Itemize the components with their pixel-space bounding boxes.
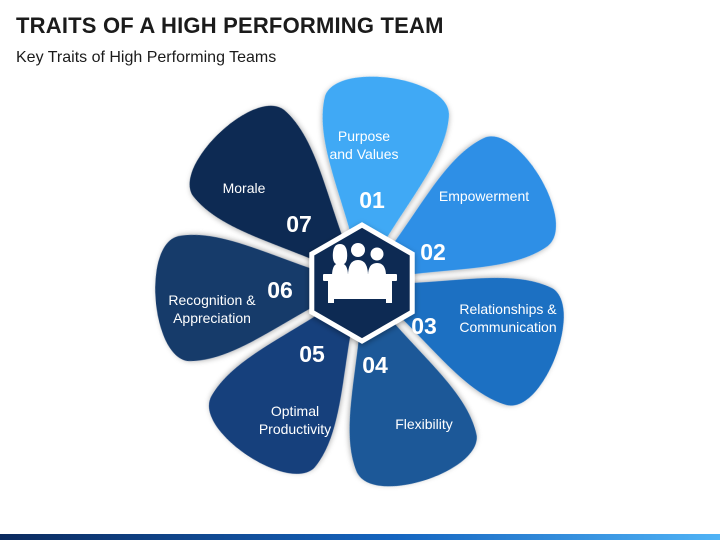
petal-shape: [349, 283, 477, 487]
petal-label: Empowerment: [439, 188, 529, 204]
petal-07: Morale 07: [189, 105, 362, 283]
bottom-accent-bar: [0, 534, 720, 540]
petal-label: Appreciation: [173, 310, 251, 326]
page-subtitle: Key Traits of High Performing Teams: [16, 49, 277, 66]
petal-label: Communication: [459, 319, 556, 335]
petal-shape: [208, 283, 362, 474]
petal-shape: [189, 105, 362, 283]
petal-number: 05: [299, 341, 325, 367]
petal-shape: [362, 136, 556, 283]
petal-number: 04: [362, 352, 388, 378]
petal-number: 07: [286, 211, 312, 237]
petal-label: Purpose: [338, 128, 390, 144]
petal-number: 01: [359, 187, 385, 213]
petal-number: 06: [267, 277, 293, 303]
petal-label: Recognition &: [168, 292, 256, 308]
center-hub: [309, 222, 415, 344]
petal-shape: [155, 234, 362, 362]
petal-number: 02: [420, 239, 446, 265]
petal-label: Morale: [223, 180, 266, 196]
petal-06: Recognition & Appreciation 06: [155, 234, 362, 362]
petal-number: 03: [411, 313, 437, 339]
petal-label: Relationships &: [459, 301, 557, 317]
team-meeting-icon: [323, 243, 397, 303]
petal-04: Flexibility 04: [349, 283, 477, 487]
petal-02: Empowerment 02: [362, 136, 556, 283]
page-title: TRAITS OF A HIGH PERFORMING TEAM: [16, 13, 444, 38]
petal-label: Flexibility: [395, 416, 453, 432]
petal-label: Optimal: [271, 403, 319, 419]
petal-label: Productivity: [259, 421, 331, 437]
petal-label: and Values: [329, 146, 398, 162]
